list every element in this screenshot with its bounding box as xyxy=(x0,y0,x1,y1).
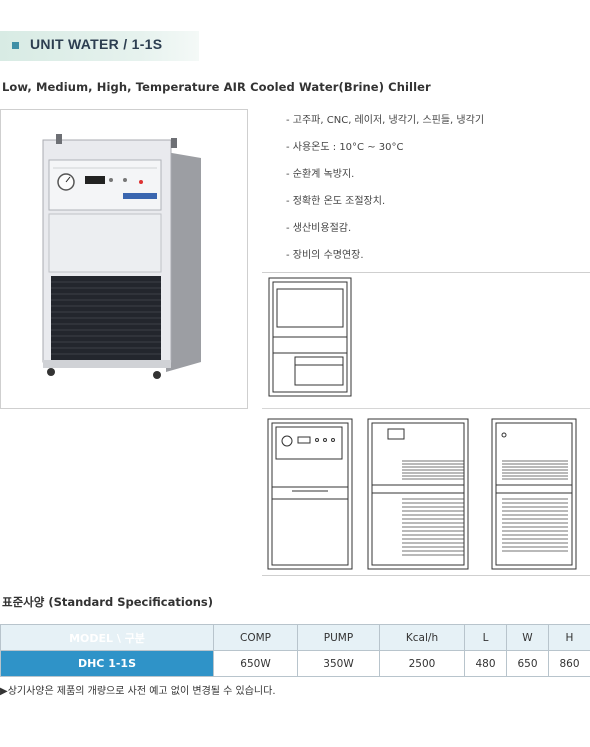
table-cell: 350W xyxy=(297,650,380,677)
column-header: L xyxy=(464,624,507,651)
spec-heading: 표준사양 (Standard Specifications) xyxy=(2,595,214,609)
side-view-drawing xyxy=(367,418,469,570)
square-bullet-icon xyxy=(12,42,19,49)
table-row: DHC 1-1S 650W 350W 2500 480 650 860 xyxy=(0,650,590,677)
column-header: Kcal/h xyxy=(379,624,465,651)
feature-item: - 사용온도 : 10°C ~ 30°C xyxy=(286,142,404,153)
table-cell: 480 xyxy=(464,650,507,677)
product-subtitle: Low, Medium, High, Temperature AIR Coole… xyxy=(2,80,431,94)
divider xyxy=(262,408,590,409)
table-cell: 2500 xyxy=(379,650,465,677)
feature-item: - 고주파, CNC, 레이저, 냉각기, 스핀들, 냉각기 xyxy=(286,115,485,126)
product-photo xyxy=(0,109,248,409)
column-header: H xyxy=(548,624,590,651)
column-header: MODEL \ 구분 xyxy=(0,624,214,651)
front-view-drawing xyxy=(267,418,353,570)
page-title: UNIT WATER / 1-1S xyxy=(30,36,163,52)
page-title-banner: UNIT WATER / 1-1S xyxy=(0,31,199,61)
column-header: PUMP xyxy=(297,624,380,651)
chiller-unit-illustration xyxy=(42,134,201,379)
rear-view-drawing xyxy=(491,418,577,570)
spec-table: MODEL \ 구분 COMP PUMP Kcal/h L W H DHC 1-… xyxy=(0,624,590,677)
feature-item: - 장비의 수명연장. xyxy=(286,250,364,261)
top-view-drawing xyxy=(268,277,352,397)
column-header: W xyxy=(506,624,549,651)
table-cell: 860 xyxy=(548,650,590,677)
table-cell: 650 xyxy=(506,650,549,677)
table-cell: DHC 1-1S xyxy=(0,650,214,677)
feature-item: - 순환계 녹방지. xyxy=(286,169,355,180)
divider xyxy=(262,575,590,576)
spec-note: ▶상기사양은 제품의 개량으로 사전 예고 없이 변경될 수 있습니다. xyxy=(0,686,276,697)
feature-item: - 생산비용절감. xyxy=(286,223,352,234)
divider xyxy=(262,272,590,273)
column-header: COMP xyxy=(213,624,298,651)
feature-item: - 정확한 온도 조절장치. xyxy=(286,196,386,207)
table-cell: 650W xyxy=(213,650,298,677)
table-header-row: MODEL \ 구분 COMP PUMP Kcal/h L W H xyxy=(0,624,590,651)
feature-list: - 고주파, CNC, 레이저, 냉각기, 스핀들, 냉각기 - 사용온도 : … xyxy=(286,114,484,276)
